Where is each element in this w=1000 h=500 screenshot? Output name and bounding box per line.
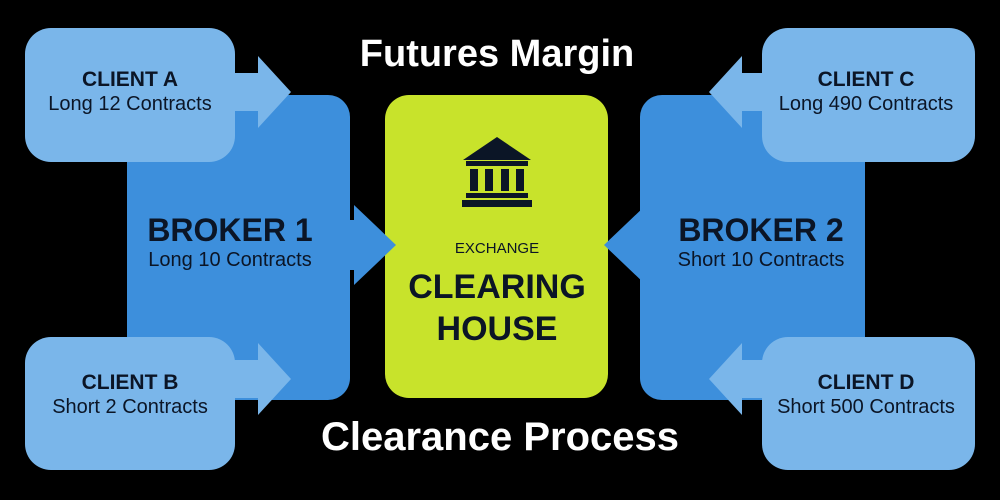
clearing-house-title-line1: CLEARING xyxy=(408,268,586,306)
client-d-name: CLIENT D xyxy=(818,371,915,394)
broker-2-name: BROKER 2 xyxy=(678,212,843,248)
bank-icon-column xyxy=(485,169,493,191)
bank-icon-roof xyxy=(463,137,531,160)
client-c-name: CLIENT C xyxy=(818,68,915,91)
bank-icon-column xyxy=(470,169,478,191)
arrow-client-a-to-broker-1 xyxy=(228,56,291,128)
clearing-house-box xyxy=(385,95,608,398)
bank-icon-step xyxy=(462,200,532,207)
bank-icon xyxy=(462,137,532,207)
diagram-subtitle: Clearance Process xyxy=(321,415,679,459)
clearing-house-title-line2: HOUSE xyxy=(437,310,558,348)
client-b-position: Short 2 Contracts xyxy=(52,396,208,418)
arrow-client-b-to-broker-1 xyxy=(228,343,291,415)
client-d-box xyxy=(762,337,975,470)
client-a-position: Long 12 Contracts xyxy=(48,93,211,115)
bank-icon-entablature xyxy=(466,161,528,166)
broker-2-box xyxy=(640,95,865,400)
client-c-position: Long 490 Contracts xyxy=(779,93,954,115)
bank-icon-base xyxy=(466,193,528,198)
broker-1-box xyxy=(127,95,350,400)
bank-icon-column xyxy=(501,169,509,191)
client-b-name: CLIENT B xyxy=(82,371,179,394)
broker-1-name: BROKER 1 xyxy=(147,212,312,248)
diagram-title: Futures Margin xyxy=(360,33,634,75)
client-a-name: CLIENT A xyxy=(82,68,178,91)
arrow-broker-1-to-clearing-house xyxy=(344,205,396,285)
client-b-box xyxy=(25,337,235,470)
arrow-client-c-to-broker-2 xyxy=(709,56,772,128)
arrow-broker-2-to-clearing-house xyxy=(604,205,656,285)
client-c-box xyxy=(762,28,975,162)
arrow-client-d-to-broker-2 xyxy=(709,343,772,415)
client-d-position: Short 500 Contracts xyxy=(777,396,955,418)
broker-2-position: Short 10 Contracts xyxy=(678,249,845,271)
bank-icon-column xyxy=(516,169,524,191)
client-a-box xyxy=(25,28,235,162)
broker-1-position: Long 10 Contracts xyxy=(148,249,311,271)
clearing-house-exchange-label: EXCHANGE xyxy=(455,240,539,257)
